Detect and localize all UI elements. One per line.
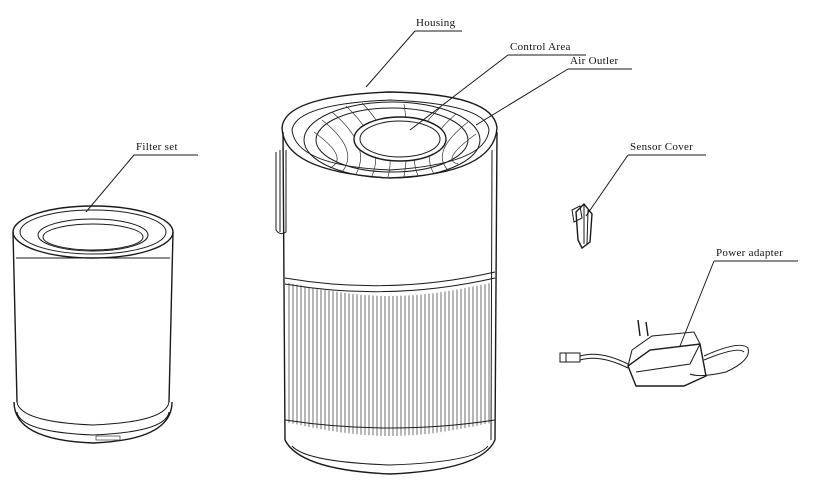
purifier-drawing [275, 91, 498, 475]
control-area-label: Control Area [510, 41, 571, 53]
housing-label: Housing [416, 17, 456, 29]
air-outlet-label: Air Outler [570, 55, 619, 67]
sensor-cover-drawing [571, 202, 593, 250]
sensor-cover-label: Sensor Cover [630, 141, 694, 153]
filter-set-label: Filter set [136, 141, 178, 153]
leader-lines [85, 30, 798, 347]
filter-set-drawing [12, 205, 174, 444]
power-adapter-drawing [559, 319, 750, 387]
power-adapter-label: Power adapter [716, 247, 784, 259]
